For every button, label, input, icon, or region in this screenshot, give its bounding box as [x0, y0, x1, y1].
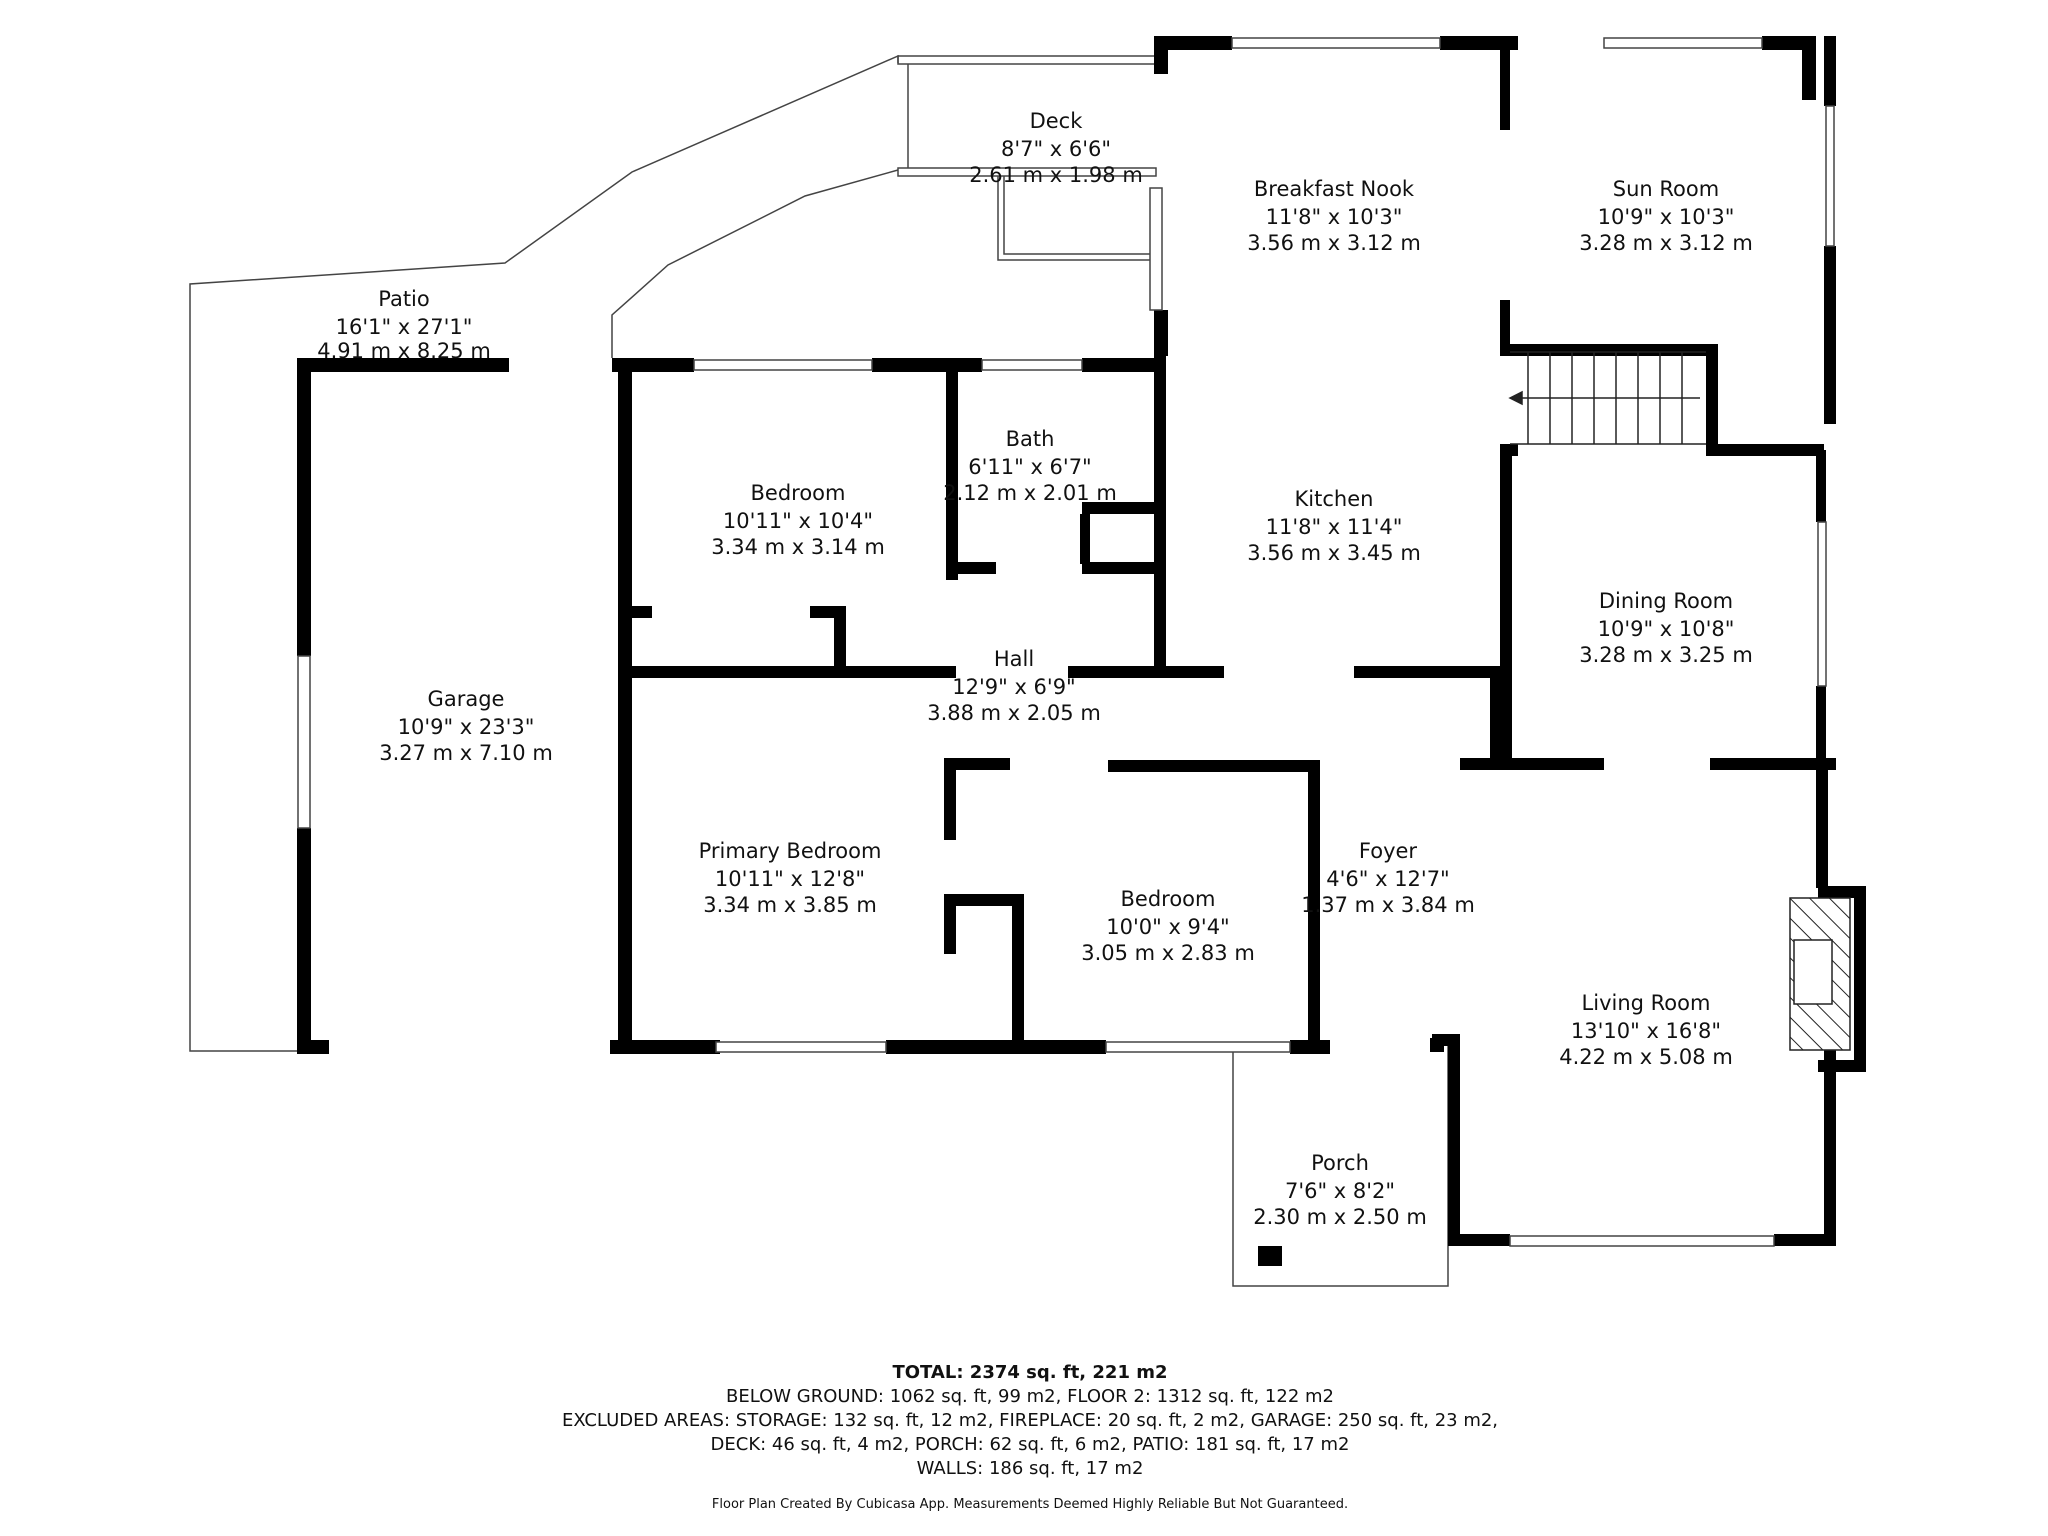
room-dimension-metric: 2.12 m x 2.01 m: [943, 481, 1117, 505]
room-dimension-imperial: 10'0" x 9'4": [1106, 915, 1229, 939]
summary-line: WALLS: 186 sq. ft, 17 m2: [917, 1458, 1144, 1479]
room-breakfast-nook: Breakfast Nook 11'8" x 10'3" 3.56 m x 3.…: [1247, 177, 1421, 255]
fireplace: [1789, 897, 1851, 1051]
room-dimension-imperial: 8'7" x 6'6": [1001, 137, 1111, 161]
room-sun-room: Sun Room 10'9" x 10'3" 3.28 m x 3.12 m: [1579, 177, 1753, 255]
room-name: Primary Bedroom: [699, 839, 882, 863]
summary-line: EXCLUDED AREAS: STORAGE: 132 sq. ft, 12 …: [562, 1410, 1498, 1431]
room-dimension-imperial: 11'8" x 11'4": [1266, 515, 1403, 539]
room-dimension-metric: 3.56 m x 3.12 m: [1247, 231, 1421, 255]
room-dimension-imperial: 6'11" x 6'7": [968, 455, 1091, 479]
credit-note: Floor Plan Created By Cubicasa App. Meas…: [712, 1497, 1348, 1512]
room-living-room: Living Room 13'10" x 16'8" 4.22 m x 5.08…: [1559, 991, 1733, 1069]
room-primary-bedroom: Primary Bedroom 10'11" x 12'8" 3.34 m x …: [699, 839, 882, 917]
room-dimension-imperial: 12'9" x 6'9": [952, 675, 1075, 699]
room-dimension-imperial: 10'9" x 23'3": [398, 715, 535, 739]
room-foyer: Foyer 4'6" x 12'7" 1.37 m x 3.84 m: [1301, 839, 1475, 917]
room-dimension-metric: 1.37 m x 3.84 m: [1301, 893, 1475, 917]
room-name: Foyer: [1359, 839, 1418, 863]
room-name: Kitchen: [1295, 487, 1374, 511]
room-dimension-imperial: 4'6" x 12'7": [1326, 867, 1449, 891]
windows: [297, 37, 1835, 1247]
room-patio: Patio 16'1" x 27'1" 4.91 m x 8.25 m: [317, 287, 491, 363]
room-dimension-imperial: 11'8" x 10'3": [1266, 205, 1403, 229]
room-name: Bedroom: [1121, 887, 1216, 911]
room-deck: Deck 8'7" x 6'6" 2.61 m x 1.98 m: [969, 109, 1143, 187]
room-dimension-metric: 2.61 m x 1.98 m: [969, 163, 1143, 187]
room-bedroom-2: Bedroom 10'0" x 9'4" 3.05 m x 2.83 m: [1081, 887, 1255, 965]
room-dimension-imperial: 16'1" x 27'1": [336, 315, 473, 339]
room-name: Deck: [1030, 109, 1084, 133]
room-dimension-metric: 2.30 m x 2.50 m: [1253, 1205, 1427, 1229]
room-dimension-metric: 4.91 m x 8.25 m: [317, 339, 491, 363]
room-kitchen: Kitchen 11'8" x 11'4" 3.56 m x 3.45 m: [1247, 487, 1421, 565]
room-name: Bedroom: [751, 481, 846, 505]
room-name: Hall: [994, 647, 1034, 671]
room-name: Garage: [428, 687, 505, 711]
walls: [297, 36, 1866, 1266]
room-dimension-metric: 3.88 m x 2.05 m: [927, 701, 1101, 725]
room-dimension-metric: 4.22 m x 5.08 m: [1559, 1045, 1733, 1069]
room-name: Porch: [1311, 1151, 1369, 1175]
summary-line: BELOW GROUND: 1062 sq. ft, 99 m2, FLOOR …: [726, 1386, 1334, 1407]
room-dimension-imperial: 10'9" x 10'3": [1598, 205, 1735, 229]
room-dining-room: Dining Room 10'9" x 10'8" 3.28 m x 3.25 …: [1579, 589, 1753, 667]
room-name: Breakfast Nook: [1254, 177, 1415, 201]
room-bath: Bath 6'11" x 6'7" 2.12 m x 2.01 m: [943, 427, 1117, 505]
room-name: Sun Room: [1613, 177, 1719, 201]
room-name: Dining Room: [1599, 589, 1733, 613]
room-dimension-imperial: 7'6" x 8'2": [1285, 1179, 1395, 1203]
room-dimension-metric: 3.34 m x 3.14 m: [711, 535, 885, 559]
room-dimension-metric: 3.56 m x 3.45 m: [1247, 541, 1421, 565]
stairs: [1508, 351, 1706, 445]
room-labels: Deck 8'7" x 6'6" 2.61 m x 1.98 m Breakfa…: [317, 109, 1753, 1229]
room-porch: Porch 7'6" x 8'2" 2.30 m x 2.50 m: [1253, 1151, 1427, 1229]
room-dimension-metric: 3.34 m x 3.85 m: [703, 893, 877, 917]
summary-line: DECK: 46 sq. ft, 4 m2, PORCH: 62 sq. ft,…: [711, 1434, 1350, 1455]
room-dimension-imperial: 10'11" x 10'4": [723, 509, 873, 533]
room-name: Patio: [378, 287, 430, 311]
room-dimension-metric: 3.28 m x 3.25 m: [1579, 643, 1753, 667]
room-dimension-imperial: 10'11" x 12'8": [715, 867, 865, 891]
room-name: Bath: [1006, 427, 1055, 451]
room-dimension-imperial: 10'9" x 10'8": [1598, 617, 1735, 641]
room-hall: Hall 12'9" x 6'9" 3.88 m x 2.05 m: [927, 647, 1101, 725]
area-summary: TOTAL: 2374 sq. ft, 221 m2 BELOW GROUND:…: [562, 1362, 1498, 1512]
room-dimension-imperial: 13'10" x 16'8": [1571, 1019, 1721, 1043]
room-dimension-metric: 3.05 m x 2.83 m: [1081, 941, 1255, 965]
room-bedroom-1: Bedroom 10'11" x 10'4" 3.34 m x 3.14 m: [711, 481, 885, 559]
summary-total: TOTAL: 2374 sq. ft, 221 m2: [892, 1362, 1167, 1383]
room-garage: Garage 10'9" x 23'3" 3.27 m x 7.10 m: [379, 687, 553, 765]
room-dimension-metric: 3.28 m x 3.12 m: [1579, 231, 1753, 255]
room-name: Living Room: [1582, 991, 1711, 1015]
room-dimension-metric: 3.27 m x 7.10 m: [379, 741, 553, 765]
